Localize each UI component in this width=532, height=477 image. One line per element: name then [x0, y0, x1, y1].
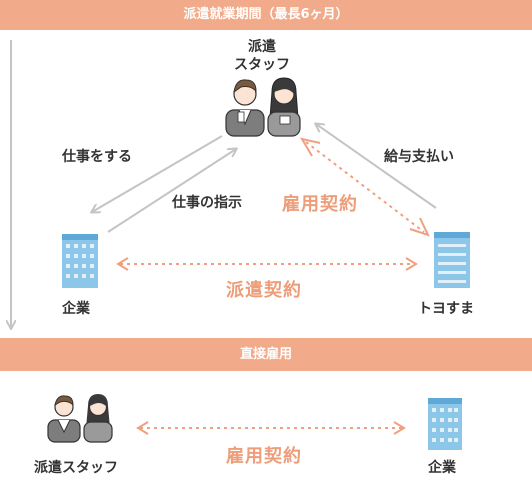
- staff-label-line1: 派遣: [248, 39, 276, 55]
- bottom-staff-label: 派遣スタッフ: [34, 460, 118, 476]
- instruction-arrow: [107, 149, 236, 233]
- building-icon-bottom: [428, 398, 462, 450]
- employment-contract-arrow: [299, 137, 430, 237]
- staff-label-line2: スタッフ: [234, 57, 290, 73]
- payment-arrow: [316, 124, 437, 209]
- building-icon-left: [62, 234, 98, 288]
- dispatch-contract-label: 派遣契約: [226, 280, 302, 301]
- bottom-company-label: 企業: [428, 460, 456, 476]
- arrow-work-label: 仕事をする: [62, 149, 132, 165]
- dispatch-contract-arrow: [116, 257, 418, 271]
- direct-hire-banner: 直接雇用: [0, 338, 532, 371]
- employment-contract-label: 雇用契約: [282, 194, 358, 215]
- bottom-employment-contract-label: 雇用契約: [226, 446, 302, 467]
- bottom-employment-contract-arrow: [136, 421, 406, 435]
- building-icon-right: [434, 232, 470, 288]
- staff-illustration: [225, 77, 301, 137]
- company-right-label: トヨすま: [418, 301, 474, 317]
- arrow-payment-label: 給与支払い: [384, 149, 454, 165]
- staff-illustration-bottom: [47, 394, 113, 443]
- arrow-instruction-label: 仕事の指示: [172, 195, 242, 211]
- company-left-label: 企業: [62, 301, 90, 317]
- period-banner: 派遣就業期間（最長6ヶ月）: [0, 0, 532, 30]
- work-arrow: [92, 135, 223, 212]
